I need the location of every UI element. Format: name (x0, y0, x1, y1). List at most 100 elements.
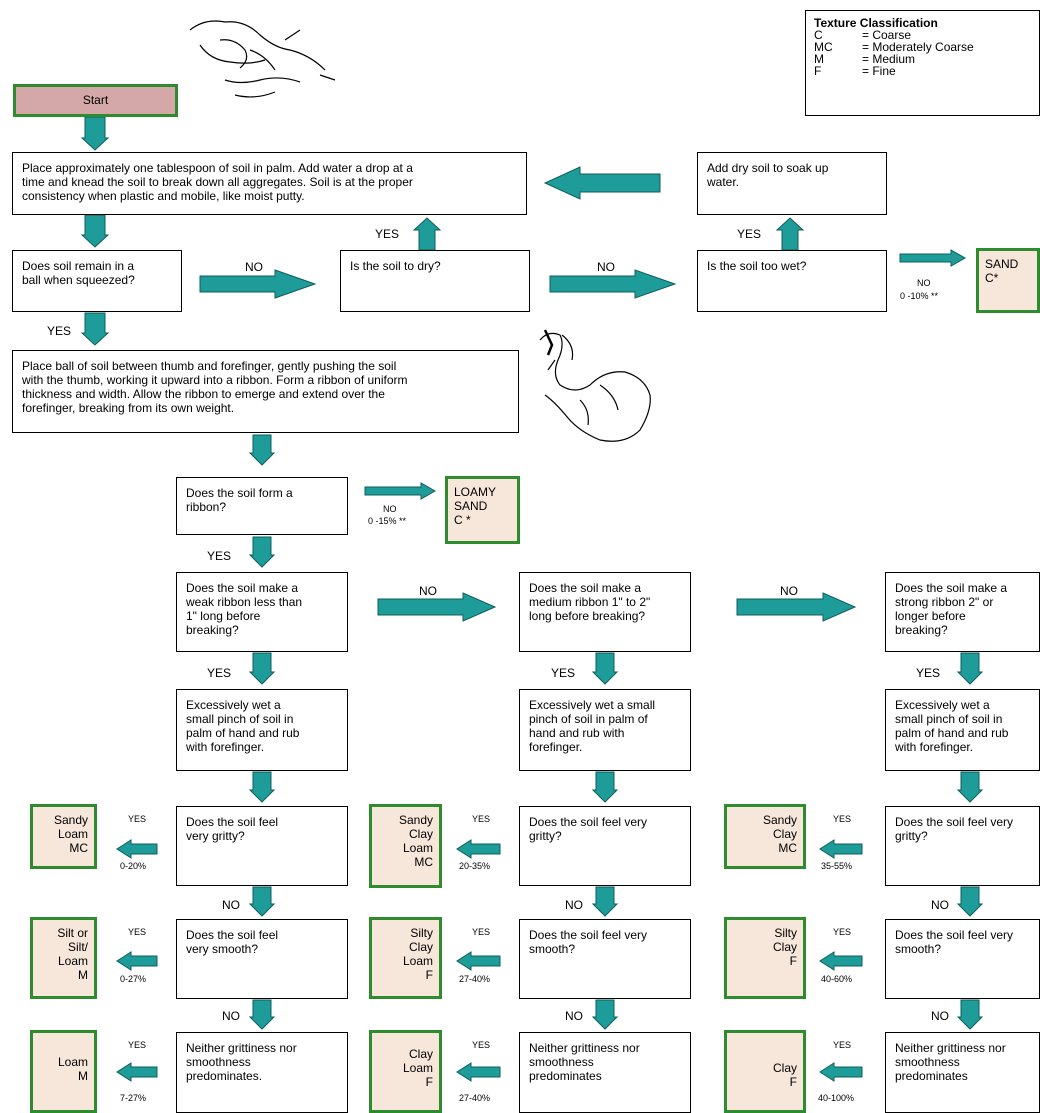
down-arrow (591, 771, 619, 803)
legend-code: MC (814, 40, 833, 54)
legend-meaning: = Moderately Coarse (862, 40, 974, 54)
yes-label-small: YES (833, 814, 852, 824)
no-label: NO (419, 584, 437, 598)
wet-rub-box-1: Excessively wet a small pinch of soil in… (176, 689, 348, 771)
clay-loam-percent-label: 27-40% (459, 1093, 491, 1103)
result-sandy-clay: Sandy Clay MC (724, 804, 806, 869)
gritty-question-box-3: Does the soil feel very gritty? (885, 806, 1040, 886)
no-label: NO (931, 898, 949, 912)
loam-percent-label: 7-27% (120, 1093, 147, 1103)
down-arrow (956, 886, 984, 917)
texture-legend: Texture Classification C= Coarse MC = Mod… (805, 10, 1040, 116)
up-arrow (775, 217, 805, 251)
place-soil-box: Place approximately one tablespoon of so… (12, 152, 527, 215)
yes-label: YES (375, 227, 400, 241)
right-arrow (364, 482, 437, 500)
yes-label: YES (47, 324, 72, 338)
loamy-sand-percent-label: 0 -15% ** (368, 516, 407, 526)
no-label: NO (565, 1009, 583, 1023)
form-ribbon-question-box: Does the soil form a ribbon? (176, 477, 348, 535)
left-arrow (819, 951, 863, 971)
result-clay-loam: Clay Loam F (369, 1030, 442, 1113)
no-label: NO (597, 260, 615, 274)
down-arrow (248, 536, 276, 568)
result-silty-clay: Silty Clay F (724, 917, 806, 999)
result-sand: SAND C* (976, 248, 1040, 313)
legend-code: M (814, 52, 824, 66)
left-arrow (116, 1062, 158, 1082)
smooth-question-box-1: Does the soil feel very smooth? (176, 919, 348, 999)
left-arrow (819, 839, 863, 859)
legend-meaning: = Coarse (862, 28, 912, 42)
yes-label-small: YES (833, 927, 852, 937)
legend-meaning: = Medium (862, 52, 916, 66)
result-sandy-loam: Sandy Loam MC (30, 804, 97, 869)
right-arrow (736, 592, 857, 622)
silt-loam-percent-label: 0-27% (120, 974, 147, 984)
legend-meaning: = Fine (862, 64, 896, 78)
hand-kneading-illustration (189, 20, 336, 98)
sandy-clay-percent-label: 35-55% (821, 861, 853, 871)
silty-clay-loam-percent-label: 27-40% (459, 974, 491, 984)
yes-label: YES (737, 227, 762, 241)
neither-box-2: Neither grittiness nor smoothness predom… (519, 1032, 691, 1113)
too-wet-question-box: Is the soil too wet? (697, 250, 887, 312)
silty-clay-percent-label: 40-60% (821, 974, 853, 984)
result-silty-clay-loam: Silty Clay Loam F (369, 917, 442, 999)
down-arrow (591, 652, 619, 685)
legend-row: M = Medium (814, 53, 1031, 65)
gritty-question-box-1: Does the soil feel very gritty? (176, 806, 348, 886)
down-arrow (248, 771, 276, 803)
yes-label-small: YES (128, 927, 147, 937)
weak-ribbon-question-box: Does the soil make a weak ribbon less th… (176, 572, 348, 652)
no-label-small: NO (383, 504, 397, 514)
ribbon-instruction-box: Place ball of soil between thumb and for… (12, 350, 519, 433)
left-arrow (456, 951, 501, 971)
left-arrow (116, 951, 158, 971)
right-arrow (377, 592, 497, 622)
down-arrow (248, 434, 276, 466)
yes-label-small: YES (128, 1040, 147, 1050)
yes-label-small: YES (833, 1040, 852, 1050)
no-label: NO (222, 1009, 240, 1023)
right-arrow (899, 249, 967, 267)
neither-box-3: Neither grittiness nor smoothness predom… (885, 1032, 1040, 1113)
legend-row: C= Coarse (814, 29, 1031, 41)
legend-row: F = Fine (814, 65, 1031, 77)
right-arrow (199, 269, 317, 299)
no-label: NO (780, 584, 798, 598)
sandy-clay-loam-percent-label: 20-35% (459, 861, 491, 871)
result-loamy-sand: LOAMY SAND C * (445, 476, 520, 544)
legend-code: F (814, 64, 822, 78)
result-clay: Clay F (724, 1030, 806, 1113)
yes-label: YES (916, 666, 941, 680)
no-label: NO (565, 898, 583, 912)
hand-ribbon-illustration (539, 329, 651, 442)
gritty-question-box-2: Does the soil feel very gritty? (519, 806, 691, 886)
legend-title: Texture Classification (814, 16, 938, 30)
left-arrow (456, 1062, 501, 1082)
smooth-question-box-2: Does the soil feel very smooth? (519, 919, 691, 999)
yes-label-small: YES (472, 1040, 491, 1050)
down-arrow (80, 312, 110, 346)
left-arrow (543, 166, 661, 200)
neither-box-1: Neither grittiness nor smoothness predom… (176, 1032, 348, 1113)
no-label: NO (245, 260, 263, 274)
yes-label-small: YES (128, 814, 147, 824)
start-node: Start (13, 84, 178, 117)
down-arrow (80, 116, 110, 151)
down-arrow (956, 999, 984, 1030)
down-arrow (591, 886, 619, 917)
medium-ribbon-question-box: Does the soil make a medium ribbon 1" to… (519, 572, 691, 652)
sand-percent-label: 0 -10% ** (900, 291, 939, 301)
down-arrow (248, 652, 276, 685)
down-arrow (248, 999, 276, 1030)
yes-label: YES (551, 666, 576, 680)
result-silt-loam: Silt or Silt/ Loam M (30, 917, 97, 999)
wet-rub-box-3: Excessively wet a small pinch of soil in… (885, 689, 1040, 771)
down-arrow (80, 214, 110, 248)
yes-label-small: YES (472, 814, 491, 824)
down-arrow (956, 771, 984, 803)
ball-question-box: Does soil remain in a ball when squeezed… (12, 250, 182, 312)
